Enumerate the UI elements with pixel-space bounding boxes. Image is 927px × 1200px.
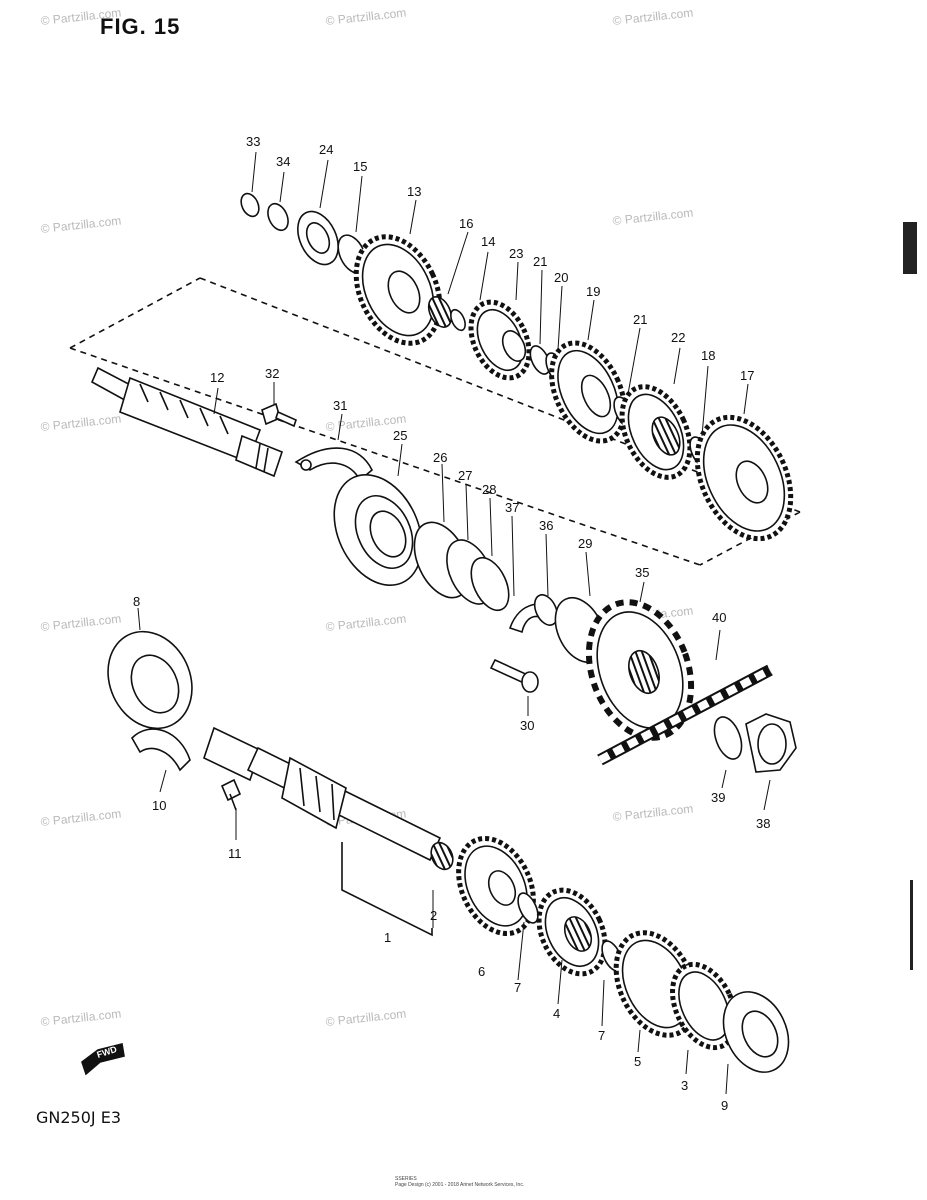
callout-32: 32 xyxy=(265,366,279,381)
callout-1: 1 xyxy=(384,930,391,945)
callout-23: 23 xyxy=(509,246,523,261)
scan-edge-mark xyxy=(910,880,913,970)
circlip-33 xyxy=(240,192,260,218)
callout-7: 7 xyxy=(598,1028,605,1043)
plate-36 xyxy=(533,594,559,626)
callout-21: 21 xyxy=(633,312,647,327)
callout-28: 28 xyxy=(482,482,496,497)
callout-11: 11 xyxy=(228,846,242,861)
gear-19 xyxy=(549,340,627,444)
callout-12: 12 xyxy=(210,370,224,385)
callout-34: 34 xyxy=(276,154,290,169)
callout-36: 36 xyxy=(539,518,553,533)
washer-14 xyxy=(450,308,466,332)
bearing-retainer-10 xyxy=(131,728,191,772)
callout-9: 9 xyxy=(721,1098,728,1113)
callout-31: 31 xyxy=(333,398,347,413)
drive-chain-40 xyxy=(597,664,773,766)
screw-11 xyxy=(220,778,242,811)
bolt-30 xyxy=(489,658,539,693)
callout-29: 29 xyxy=(578,536,592,551)
gear-22 xyxy=(619,384,693,480)
callout-6: 6 xyxy=(478,964,485,979)
gear-17 xyxy=(694,414,794,542)
bearing-25 xyxy=(333,473,423,587)
callout-24: 24 xyxy=(319,142,333,157)
callout-19: 19 xyxy=(586,284,600,299)
bearing-24 xyxy=(297,210,339,266)
callout-numbers: 1 2 3 4 5 6 7 7 8 9 10 11 12 13 14 15 16… xyxy=(133,134,770,1113)
callout-21: 21 xyxy=(533,254,547,269)
callout-38: 38 xyxy=(756,816,770,831)
callout-14: 14 xyxy=(481,234,495,249)
callout-8: 8 xyxy=(133,594,140,609)
plate-hole xyxy=(300,459,312,471)
callout-10: 10 xyxy=(152,798,166,813)
o-ring-28 xyxy=(470,556,510,612)
copyright-text: Page Design (c) 2001 - 2018 Arinet Netwo… xyxy=(395,1182,525,1188)
callout-18: 18 xyxy=(701,348,715,363)
bearing-8 xyxy=(107,630,193,730)
callout-5: 5 xyxy=(634,1054,641,1069)
lock-washer-39 xyxy=(713,716,743,760)
callout-27: 27 xyxy=(458,468,472,483)
scan-edge-mark xyxy=(903,222,917,274)
bolt-32 xyxy=(261,402,297,428)
model-code: GN250J E3 xyxy=(36,1108,121,1127)
leader-1 xyxy=(341,842,433,937)
footer-code: SSERIES xyxy=(395,1176,417,1182)
forward-arrow-icon xyxy=(81,1043,125,1076)
assembly-frame-lines xyxy=(69,277,801,566)
callout-40: 40 xyxy=(712,610,726,625)
washer-34 xyxy=(267,202,289,232)
nut-38 xyxy=(745,713,797,773)
gear-6 xyxy=(456,835,536,937)
copyright-footer: SSERIES Page Design (c) 2001 - 2018 Arin… xyxy=(395,1176,524,1188)
callout-30: 30 xyxy=(520,718,534,733)
driveshaft-1 xyxy=(203,726,442,862)
gear-23 xyxy=(468,299,532,381)
callout-26: 26 xyxy=(433,450,447,465)
figure-title: FIG. 15 xyxy=(100,14,181,39)
callout-17: 17 xyxy=(740,368,754,383)
callout-3: 3 xyxy=(681,1078,688,1093)
callout-25: 25 xyxy=(393,428,407,443)
callout-39: 39 xyxy=(711,790,725,805)
callout-33: 33 xyxy=(246,134,260,149)
callout-22: 22 xyxy=(671,330,685,345)
callout-16: 16 xyxy=(459,216,473,231)
callout-15: 15 xyxy=(353,159,367,174)
sprocket-35 xyxy=(585,599,695,741)
callout-2: 2 xyxy=(430,908,437,923)
bushing-16 xyxy=(427,296,453,328)
callout-35: 35 xyxy=(635,565,649,580)
circlip-7 xyxy=(517,892,539,924)
callout-37: 37 xyxy=(505,500,519,515)
gear-4 xyxy=(536,887,608,977)
gear-13 xyxy=(353,234,443,346)
callout-4: 4 xyxy=(553,1006,560,1021)
countershaft-12 xyxy=(90,366,283,478)
callout-7: 7 xyxy=(514,980,521,995)
gear-3 xyxy=(670,961,738,1051)
callout-leaders xyxy=(137,151,771,1095)
bearing-9 xyxy=(722,991,790,1073)
callout-13: 13 xyxy=(407,184,421,199)
bushing-2 xyxy=(430,841,454,871)
callout-20: 20 xyxy=(554,270,568,285)
